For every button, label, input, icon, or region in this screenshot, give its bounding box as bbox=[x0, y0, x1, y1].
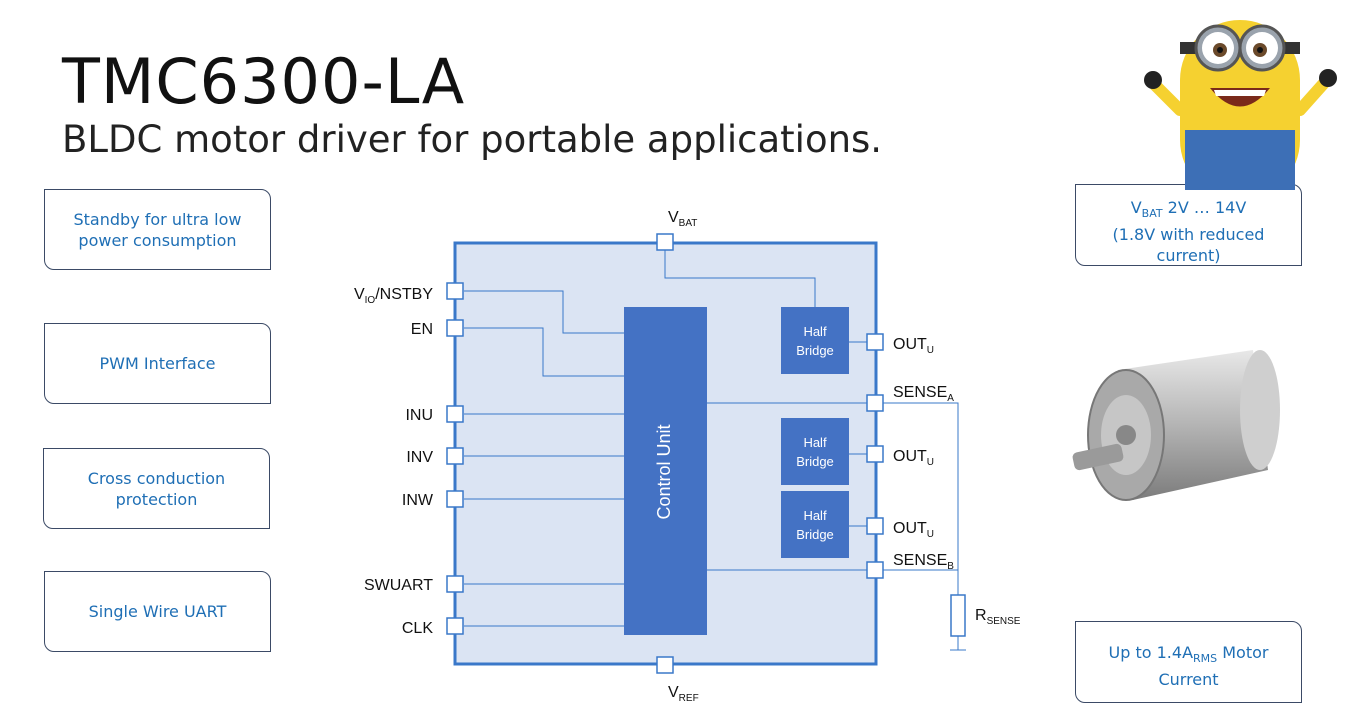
pin-vbat-label: VBAT bbox=[668, 209, 697, 229]
pin-outu-2-label: OUTU bbox=[893, 448, 934, 468]
pin-clk-label: CLK bbox=[402, 620, 433, 637]
bldc-motor-image bbox=[1072, 350, 1280, 501]
feature-pwm: PWM Interface bbox=[44, 323, 271, 404]
svg-text:Bridge: Bridge bbox=[796, 454, 834, 469]
wires bbox=[464, 250, 959, 650]
feature-standby: Standby for ultra low power consumption bbox=[44, 189, 271, 270]
feature-pwm-text: PWM Interface bbox=[99, 354, 216, 373]
feature-uart-text: Single Wire UART bbox=[88, 602, 227, 621]
half-bridge-2: Half Bridge bbox=[781, 418, 849, 485]
svg-text:Bridge: Bridge bbox=[796, 343, 834, 358]
feature-vbat: VBAT 2V … 14V (1.8V with reduced current… bbox=[1075, 184, 1302, 266]
svg-text:Half: Half bbox=[803, 324, 827, 339]
feature-uart: Single Wire UART bbox=[44, 571, 271, 652]
pin-en-label: EN bbox=[411, 321, 433, 338]
page-title: TMC6300-LA bbox=[62, 45, 466, 118]
feature-current-line2: Current bbox=[1158, 670, 1219, 690]
feature-vbat-line1: VBAT 2V … 14V bbox=[1130, 198, 1247, 221]
pin-vref-label: VREF bbox=[668, 684, 699, 704]
pin-outu-1-label: OUTU bbox=[893, 336, 934, 356]
half-bridge-1: Half Bridge bbox=[781, 307, 849, 374]
control-unit-block bbox=[624, 307, 707, 635]
pin-vio-nstby-label: VIO/NSTBY bbox=[354, 286, 433, 306]
feature-cross-conduction: Cross conduction protection bbox=[43, 448, 270, 529]
pin-outu-3-label: OUTU bbox=[893, 520, 934, 540]
pin-squares bbox=[446, 233, 884, 674]
svg-text:Half: Half bbox=[803, 508, 827, 523]
feature-current: Up to 1.4ARMS Motor Current bbox=[1075, 621, 1302, 703]
control-unit-label: Control Unit bbox=[654, 424, 674, 519]
rsense-label: RSENSE bbox=[975, 607, 1021, 627]
feature-cross-conduction-text: Cross conduction protection bbox=[87, 468, 226, 509]
svg-text:Bridge: Bridge bbox=[796, 527, 834, 542]
pin-sensea-label: SENSEA bbox=[893, 384, 954, 404]
page-subtitle: BLDC motor driver for portable applicati… bbox=[62, 118, 883, 161]
minion-mascot-image bbox=[1144, 20, 1337, 190]
feature-vbat-line2: (1.8V with reduced current) bbox=[1112, 225, 1265, 266]
svg-text:Half: Half bbox=[803, 435, 827, 450]
half-bridge-3: Half Bridge bbox=[781, 491, 849, 558]
feature-standby-text: Standby for ultra low power consumption bbox=[73, 209, 242, 250]
pin-swuart-label: SWUART bbox=[364, 577, 433, 594]
pin-inv-label: INV bbox=[406, 449, 433, 466]
rsense-resistor bbox=[950, 594, 966, 637]
feature-current-line1: Up to 1.4ARMS Motor bbox=[1108, 643, 1269, 666]
pin-inu-label: INU bbox=[405, 407, 433, 424]
pin-inw-label: INW bbox=[402, 492, 434, 509]
pin-senseb-label: SENSEB bbox=[893, 552, 954, 572]
